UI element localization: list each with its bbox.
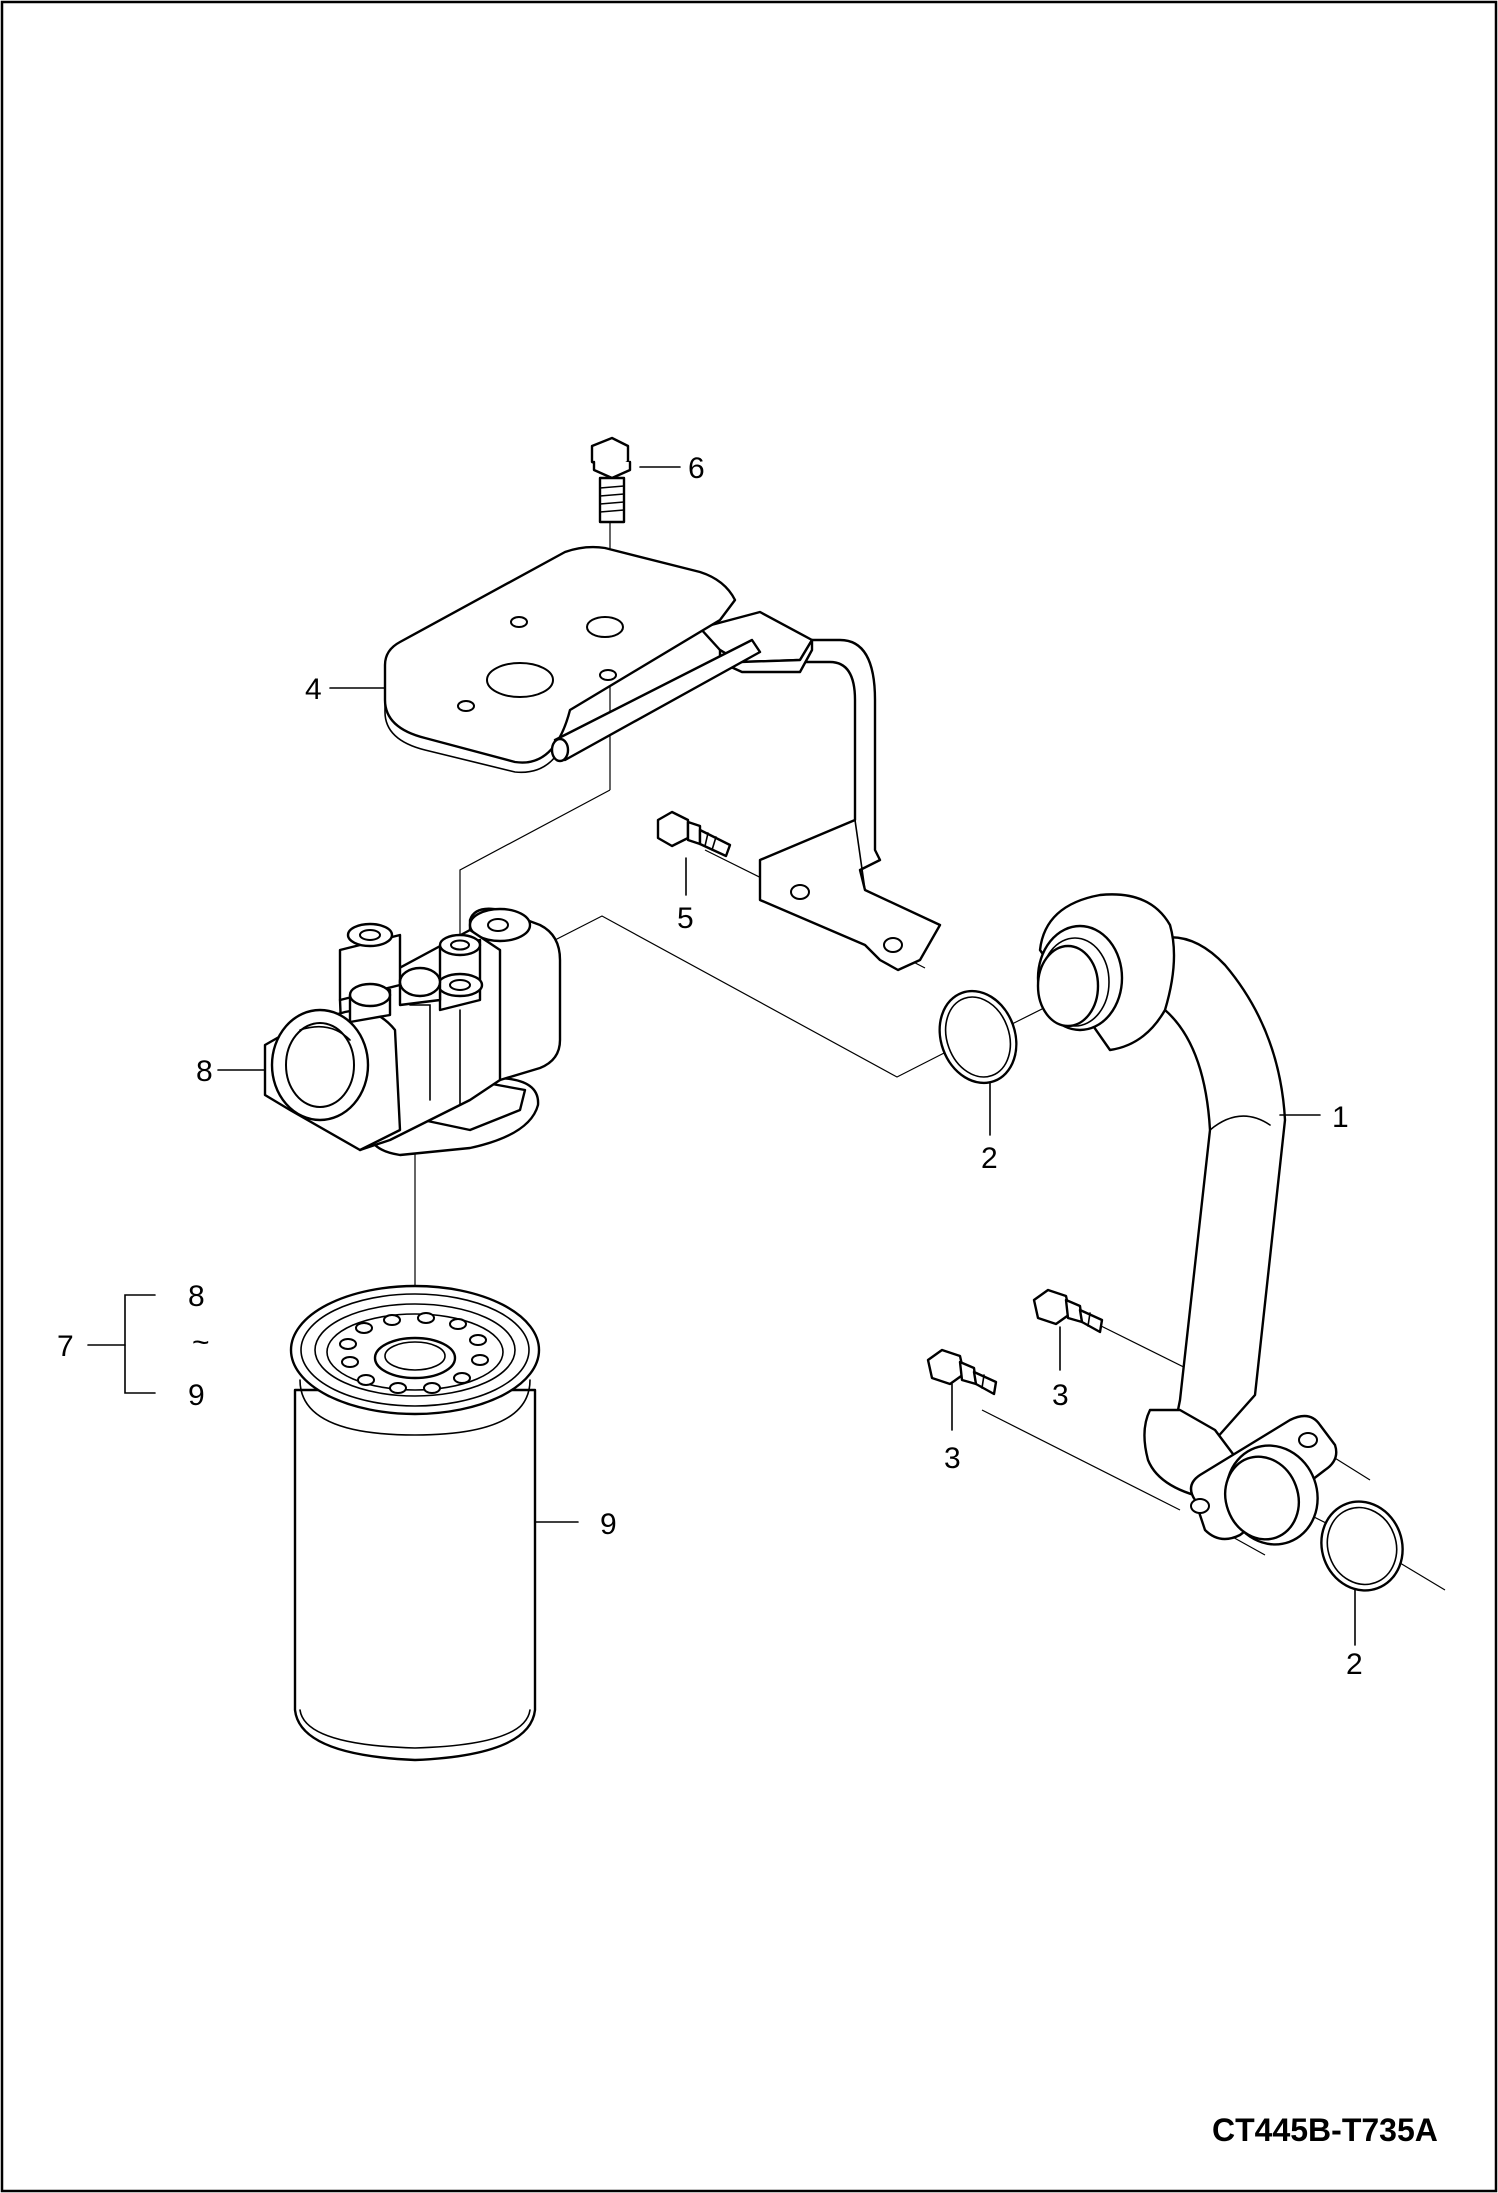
filter-cartridge	[289, 1284, 541, 1762]
callout-range-sep: ~	[192, 1326, 210, 1359]
callout-bolt-flange-a: 3	[1052, 1379, 1069, 1412]
callout-labels: 6 4 5 8 2 1 8 ~ 9 7 3 3 9 2 CT445B-T735A	[57, 452, 1438, 2148]
bolt-icon	[1032, 1288, 1104, 1334]
callout-bolt-flange-b: 3	[944, 1442, 961, 1475]
callout-leaders	[87, 466, 1356, 1646]
callout-head-bolt: 6	[688, 452, 705, 485]
callout-head: 8	[196, 1055, 213, 1088]
callout-range-start: 8	[188, 1280, 205, 1313]
callout-pipe: 1	[1332, 1101, 1349, 1134]
bolt-icon	[590, 436, 632, 524]
callout-oring-upper: 2	[981, 1142, 998, 1175]
o-ring-icon	[1320, 1500, 1404, 1592]
bolt-icon	[656, 810, 732, 858]
bolt-icon	[926, 1348, 998, 1396]
filter-head	[263, 907, 562, 1157]
callout-filter: 9	[600, 1508, 617, 1541]
bracket	[383, 545, 942, 972]
callout-range-end: 9	[188, 1379, 205, 1412]
drawing-code: CT445B-T735A	[1212, 2112, 1438, 2148]
callout-assembly: 7	[57, 1330, 74, 1363]
o-ring-icon	[938, 989, 1018, 1085]
callout-oring-lower: 2	[1346, 1648, 1363, 1681]
callout-bracket: 4	[305, 673, 322, 706]
callout-bracket-bolt: 5	[677, 902, 694, 935]
pipe	[1036, 893, 1338, 1546]
